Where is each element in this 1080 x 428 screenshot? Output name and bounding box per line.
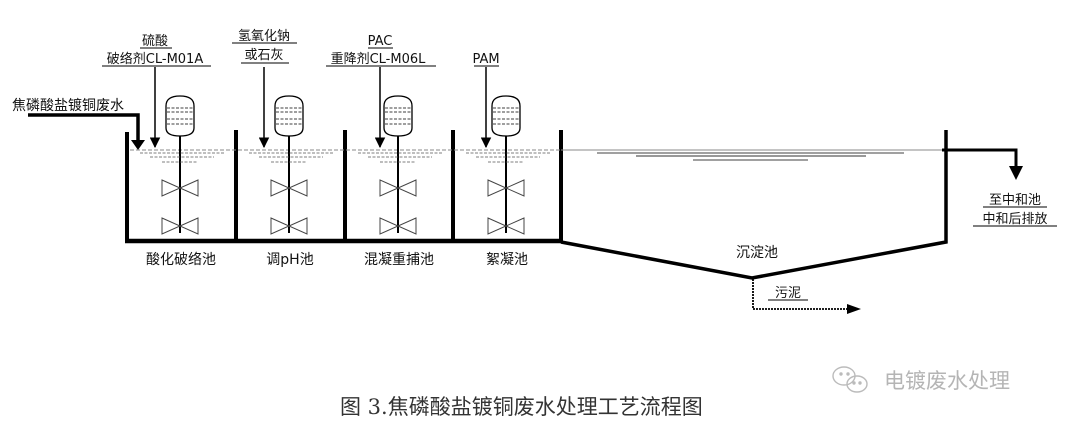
inflow-label: 焦磷酸盐镀铜废水 [12, 97, 124, 114]
watermark-text: 电镀废水处理 [884, 369, 1010, 393]
chemical-dosing-4: PAM [472, 52, 500, 149]
tank-label-flocculation: 絮凝池 [486, 251, 528, 268]
figure-caption: 图 3.焦磷酸盐镀铜废水处理工艺流程图 [340, 395, 703, 419]
sludge-label: 污泥 [775, 286, 801, 301]
dosing-vessel-icon [165, 95, 195, 137]
chemical-label-1-line-1: 硫酸 [142, 34, 168, 49]
tank-label-ph-adjust: 调pH池 [266, 252, 313, 268]
impeller-icon [379, 217, 417, 235]
chemical-label-4-line-1: PAM [472, 52, 499, 67]
chemical-dosing-1: 硫酸 破络剂CL-M01A [102, 34, 211, 149]
watermark: 电镀废水处理 [832, 366, 1010, 393]
chemical-label-3-line-1: PAC [368, 34, 393, 49]
impeller-icon [379, 179, 417, 197]
chemical-dosing-3: PAC 重降剂CL-M06L [326, 34, 436, 149]
impeller-icon [487, 179, 525, 197]
chemical-dosing-2: 氢氧化钠 或石灰 [232, 29, 297, 149]
sludge-arrow-icon [847, 304, 861, 314]
chemical-label-2-line-2: 或石灰 [244, 48, 283, 63]
settling-tank: 沉淀池 [560, 130, 948, 280]
chemical-label-3-line-2: 重降剂CL-M06L [331, 51, 427, 67]
settling-tank-label: 沉淀池 [736, 245, 778, 261]
impeller-icon [161, 179, 199, 197]
outflow-pipe: 至中和池 中和后排放 [942, 148, 1057, 227]
dosing-vessel-icon [274, 95, 304, 137]
impeller-icon [270, 179, 308, 197]
dosing-vessel-icon [383, 95, 413, 137]
sludge-outlet: 污泥 [752, 279, 861, 314]
stirrers [140, 95, 550, 235]
impeller-icon [270, 217, 308, 235]
impeller-icon [161, 217, 199, 235]
impeller-icon [487, 217, 525, 235]
inflow-arrow-icon [131, 140, 145, 150]
tank-label-coagulation: 混凝重捕池 [364, 252, 434, 268]
outflow-label-line-1: 至中和池 [989, 193, 1041, 208]
tank-label-acidification: 酸化破络池 [146, 252, 216, 268]
chemical-label-1-line-2: 破络剂CL-M01A [107, 51, 204, 67]
dosing-vessel-icon [491, 95, 521, 137]
outflow-label-line-2: 中和后排放 [982, 212, 1047, 227]
outflow-arrow-icon [1009, 166, 1023, 180]
inflow-pipe: 焦磷酸盐镀铜废水 [12, 97, 145, 150]
reaction-tanks [125, 130, 563, 244]
chemical-label-2-line-1: 氢氧化钠 [238, 29, 290, 44]
wechat-icon [832, 366, 868, 393]
